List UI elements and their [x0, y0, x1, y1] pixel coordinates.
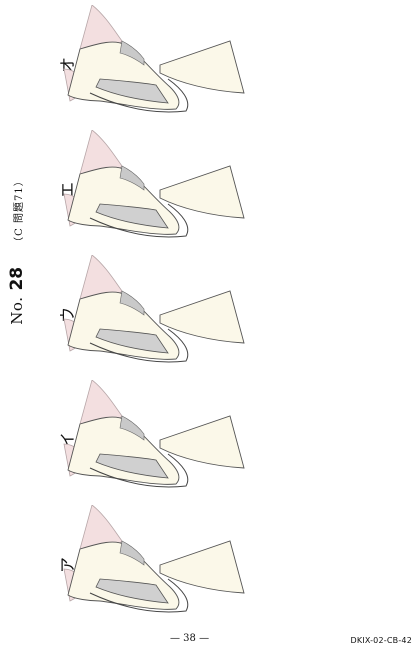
tooth-illustration [60, 505, 260, 625]
option-panel-u: ウ [30, 255, 260, 375]
page-number: — 38 — [170, 633, 210, 644]
question-number: 28 [7, 266, 27, 291]
document-code: DKIX-02-CB-42 [350, 636, 412, 645]
option-panel-e: エ [30, 130, 260, 250]
question-header: No. 28 （C 問題71） [6, 150, 28, 350]
option-panel-i: イ [30, 380, 260, 500]
tooth-illustration [60, 130, 260, 250]
question-no-prefix: No. [8, 296, 26, 325]
option-panel-o: オ [30, 5, 260, 125]
question-reference: （C 問題71） [14, 175, 25, 247]
option-panel-a: ア [30, 505, 260, 625]
tooth-illustration [60, 5, 260, 125]
tooth-illustration [60, 380, 260, 500]
header-text: No. 28 （C 問題71） [7, 175, 27, 324]
tooth-illustration [60, 255, 260, 375]
